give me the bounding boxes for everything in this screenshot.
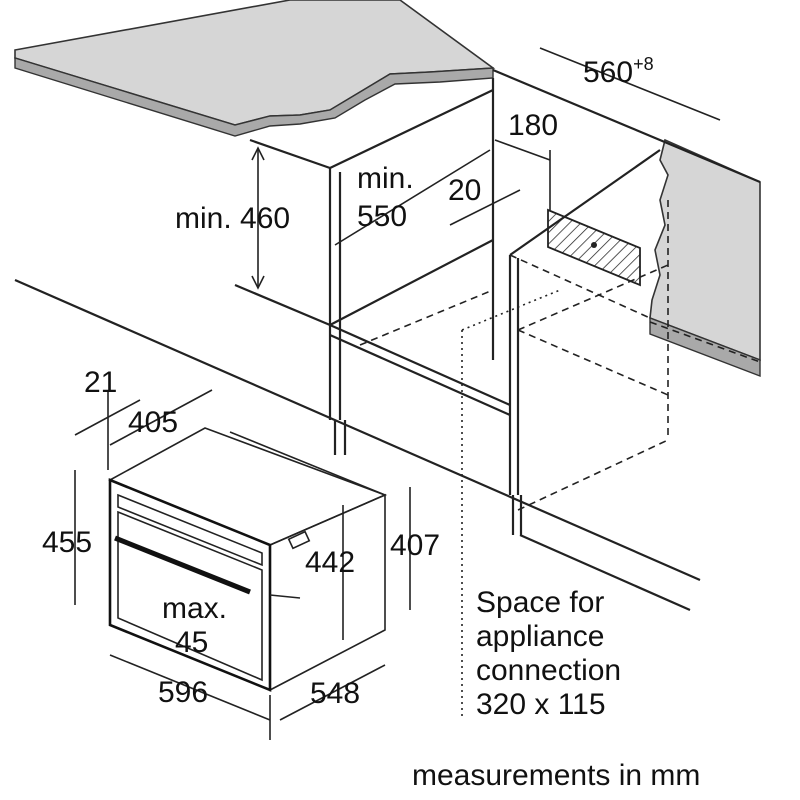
label-min-460: min. 460	[175, 202, 290, 235]
label-min-550-line2: 550	[357, 200, 407, 233]
label-20: 20	[448, 174, 481, 207]
dimension-labels: 560+8 180 min. 460 min. 550 20 21 405 45…	[42, 54, 700, 792]
connection-note-line1: Space for	[476, 586, 604, 619]
label-max-line1: max.	[162, 592, 227, 625]
label-596: 596	[158, 676, 208, 709]
countertop-left	[14, 0, 496, 137]
oven	[108, 427, 388, 692]
connection-note-line3: connection	[476, 654, 621, 687]
label-21: 21	[84, 366, 117, 399]
label-455: 455	[42, 526, 92, 559]
label-min-550-line1: min.	[357, 162, 414, 195]
measurements-footer: measurements in mm	[412, 759, 700, 792]
cabinet-structure	[14, 68, 761, 720]
dimension-lines	[74, 47, 721, 740]
label-405: 405	[128, 406, 178, 439]
connection-note-line2: appliance	[476, 620, 604, 653]
connection-box	[547, 208, 641, 287]
countertop-right	[649, 138, 761, 378]
connection-note-line4: 320 x 115	[476, 688, 606, 721]
label-max-line2: 45	[175, 626, 208, 659]
label-407: 407	[390, 529, 440, 562]
label-niche-width: 560+8	[583, 54, 654, 89]
label-180: 180	[508, 109, 558, 142]
label-548: 548	[310, 677, 360, 710]
label-442: 442	[305, 546, 355, 579]
